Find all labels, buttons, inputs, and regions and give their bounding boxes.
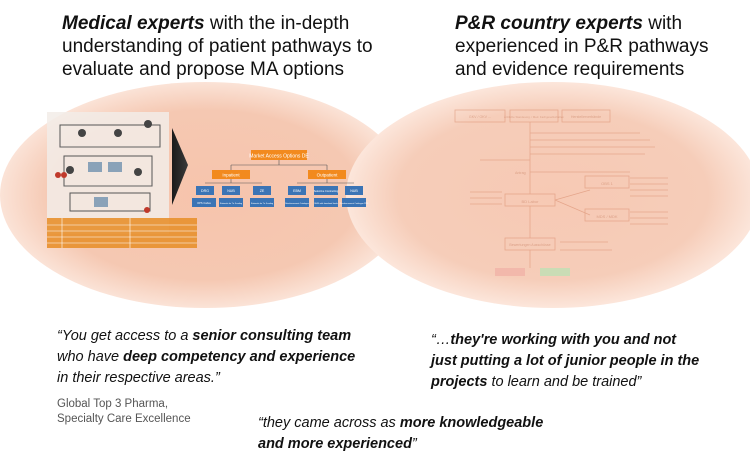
tree-outpatient-label: Outpatient xyxy=(317,173,339,178)
quote-left-bold1: senior consulting team xyxy=(192,328,352,344)
quote-right-open: “… xyxy=(431,332,451,348)
tree-l2-4: EBM xyxy=(293,189,301,193)
tree-l3-4: Reimbursement Catalogue xyxy=(285,202,310,205)
right-heading-line3: and evidence requirements xyxy=(455,59,685,80)
quote-right: “…they're working with you and not just … xyxy=(431,330,746,393)
right-heading-line2: experienced in P&R pathways xyxy=(455,36,709,57)
flow-center-box: BD Labor xyxy=(522,199,540,204)
tree-l2-6: NUB xyxy=(350,189,358,193)
quote-bottom-bold2: and more experienced xyxy=(258,436,412,452)
flow-top-box-2: Ärztliche Standesorg. / Med. Fachgesells… xyxy=(504,115,564,119)
flow-center-label: Antrag xyxy=(515,171,526,175)
attribution: Global Top 3 Pharma, Specialty Care Exce… xyxy=(57,397,257,427)
tree-l3-6: Reimbursement Catalogue PPD xyxy=(340,202,369,205)
flow-top-box-1: GKV / OKV ... xyxy=(469,115,491,119)
attribution-line1: Global Top 3 Pharma, xyxy=(57,398,169,410)
quote-left-line3: in their respective areas. xyxy=(57,370,215,386)
quote-bottom-open: “they came across as xyxy=(258,415,400,431)
tree-l2-2: NUB xyxy=(227,189,235,193)
right-heading-bold: P&R country experts xyxy=(455,13,643,34)
tree-inpatient-label: Inpatient xyxy=(222,173,240,178)
tree-l2-5: Selective Contracting xyxy=(314,189,339,193)
right-heading: P&R country experts with experienced in … xyxy=(455,12,745,81)
quote-bottom-close: ” xyxy=(411,436,417,452)
quote-right-bold2: just putting a lot of junior people in t… xyxy=(431,353,700,369)
flowchart-text-labels: BD Labor Bewertungen Ausschüsse OBS 1 MD… xyxy=(469,115,618,247)
right-heading-rest: with xyxy=(642,13,683,34)
quote-left: “You get access to a senior consulting t… xyxy=(57,326,387,389)
quote-left-close: ” xyxy=(214,370,220,386)
flow-bottom-box: Bewertungen Ausschüsse xyxy=(509,243,550,247)
quote-bottom-bold1: more knowledgeable xyxy=(399,415,544,431)
market-access-tree: Market Access Options DE Inpatient Outpa… xyxy=(192,150,369,207)
tree-root-label: Market Access Options DE xyxy=(249,154,309,160)
quote-left-line2: who have xyxy=(57,349,124,365)
left-heading-line3: evaluate and propose MA options xyxy=(62,59,345,80)
flow-red-box xyxy=(495,268,525,276)
flow-top-box-3: Herstellerverbände xyxy=(571,115,601,119)
quote-right-bold3: projects xyxy=(431,374,488,390)
pr-flowchart xyxy=(454,109,668,268)
tree-l3-5: SHIN with download funds xyxy=(314,202,337,205)
quote-right-rest3: to learn and be trained” xyxy=(487,374,642,390)
left-heading-rest: with the in-depth xyxy=(204,13,350,34)
right-arrow-shape xyxy=(172,128,188,205)
quote-left-bold2: deep competency and experience xyxy=(123,349,356,365)
left-heading-bold: Medical experts xyxy=(62,13,205,34)
tree-l3-2: Rationale for Tic Funding xyxy=(220,202,242,205)
left-heading: Medical experts with the in-depth unders… xyxy=(62,12,392,81)
flow-right-box-1: OBS 1 xyxy=(601,181,614,186)
tree-l3-3: Rationale for Tic Funding xyxy=(251,202,273,205)
flow-green-box xyxy=(540,268,570,276)
right-ellipse xyxy=(346,82,750,308)
attribution-line2: Specialty Care Excellence xyxy=(57,413,191,425)
quote-right-bold1: they're working with you and not xyxy=(450,332,677,348)
patient-pathway-thumbnail xyxy=(47,112,197,248)
tree-l2-1: DRG xyxy=(201,189,209,193)
left-heading-line2: understanding of patient pathways to xyxy=(62,36,373,57)
quote-bottom: “they came across as more knowledgeable … xyxy=(258,413,578,455)
quote-left-open: “You get access to a xyxy=(57,328,193,344)
tree-l2-3: ZE xyxy=(260,189,265,193)
flow-right-box-2: MDS / MDK xyxy=(596,214,617,219)
tree-l3-1: OPS Codes xyxy=(197,201,211,205)
